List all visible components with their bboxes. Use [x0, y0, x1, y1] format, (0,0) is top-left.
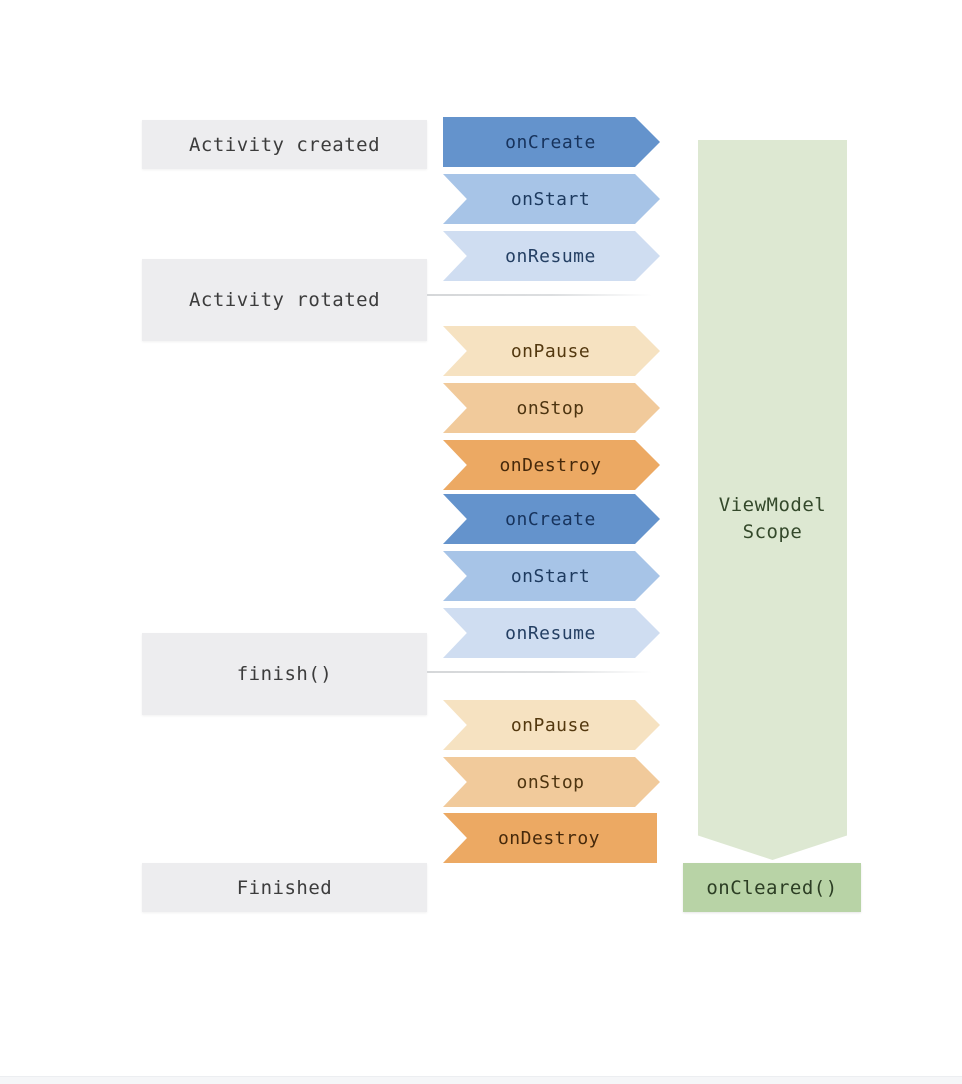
connector-line-rotated: [427, 294, 652, 296]
lifecycle-arrow-onstop-1: onStop: [443, 383, 660, 433]
lifecycle-arrow-oncreate-1: onCreate: [443, 117, 660, 167]
event-label-finish: finish(): [236, 663, 333, 685]
lifecycle-arrow-ondestroy-2: onDestroy: [443, 813, 657, 863]
event-label-activity-rotated: Activity rotated: [188, 289, 381, 311]
lifecycle-arrow-oncreate-2: onCreate: [443, 494, 660, 544]
lifecycle-arrow-onresume-1: onResume: [443, 231, 660, 281]
viewmodel-scope-line1: ViewModel: [718, 494, 827, 516]
bottom-edge-strip: [0, 1076, 962, 1084]
event-box-finished: Finished: [142, 863, 427, 912]
arrow-label: onStop: [516, 771, 585, 793]
oncleared-label: onCleared(): [706, 876, 838, 899]
arrow-label: onCreate: [505, 131, 596, 153]
viewmodel-scope-line2: Scope: [742, 521, 803, 543]
oncleared-box: onCleared(): [683, 863, 861, 912]
lifecycle-arrow-onstart-2: onStart: [443, 551, 660, 601]
event-box-activity-rotated: Activity rotated: [142, 259, 427, 341]
lifecycle-arrow-onstop-2: onStop: [443, 757, 660, 807]
lifecycle-arrow-onresume-2: onResume: [443, 608, 660, 658]
arrow-label: onCreate: [505, 508, 596, 530]
arrow-label: onResume: [505, 622, 596, 644]
arrow-label: onStart: [510, 188, 591, 210]
arrow-label: onDestroy: [499, 454, 602, 476]
lifecycle-arrow-ondestroy-1: onDestroy: [443, 440, 660, 490]
arrow-label: onDestroy: [497, 827, 601, 849]
arrow-label: onPause: [510, 340, 591, 362]
arrow-label: onResume: [505, 245, 596, 267]
event-box-activity-created: Activity created: [142, 120, 427, 169]
viewmodel-scope-arrow: ViewModel Scope: [698, 140, 847, 860]
arrow-label: onStart: [510, 565, 591, 587]
arrow-label: onStop: [516, 397, 585, 419]
lifecycle-arrow-onpause-1: onPause: [443, 326, 660, 376]
event-label-finished: Finished: [236, 876, 333, 899]
event-box-finish: finish(): [142, 633, 427, 715]
viewmodel-scope-label: ViewModel Scope: [698, 492, 847, 546]
lifecycle-arrow-onstart-1: onStart: [443, 174, 660, 224]
event-label-activity-created: Activity created: [188, 133, 381, 156]
connector-line-finish: [427, 671, 652, 673]
arrow-label: onPause: [510, 714, 591, 736]
lifecycle-arrow-onpause-2: onPause: [443, 700, 660, 750]
